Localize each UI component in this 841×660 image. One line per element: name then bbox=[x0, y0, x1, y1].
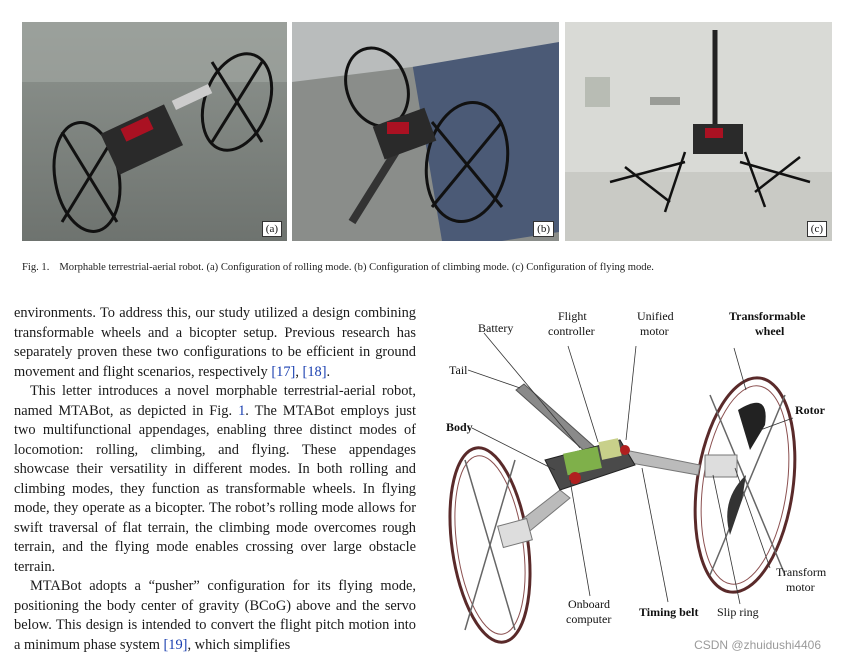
panel-label-a: (a) bbox=[261, 221, 282, 237]
paragraph-2: This letter introduces a novel morphable… bbox=[14, 382, 416, 577]
label-flight-2: controller bbox=[548, 324, 595, 338]
citation-19[interactable]: [19] bbox=[163, 636, 188, 653]
paragraph-2-text-b: . The MTABot employs just two multifunct… bbox=[14, 402, 416, 575]
body-text: environments. To address this, our study… bbox=[14, 304, 416, 660]
label-timing-belt: Timing belt bbox=[639, 605, 698, 619]
photo-rolling-mode: (a) bbox=[22, 22, 287, 241]
paragraph-1-text: environments. To address this, our study… bbox=[14, 305, 416, 380]
label-flight-1: Flight bbox=[558, 309, 587, 323]
figure-caption: Fig. 1. Morphable terrestrial-aerial robo… bbox=[22, 262, 822, 273]
label-body: Body bbox=[446, 420, 473, 434]
citation-17[interactable]: [17] bbox=[271, 363, 296, 380]
label-transform-1: Transform bbox=[776, 565, 827, 579]
label-onboard-2: computer bbox=[566, 612, 611, 626]
paragraph-3-text-b: , which simplifies bbox=[187, 636, 291, 653]
label-slip-ring: Slip ring bbox=[717, 605, 759, 619]
rotor-blade bbox=[738, 402, 766, 450]
label-battery: Battery bbox=[478, 321, 513, 335]
label-onboard-1: Onboard bbox=[568, 597, 610, 611]
right-wheel bbox=[693, 376, 797, 594]
label-unified-2: motor bbox=[640, 324, 669, 338]
panel-label-b: (b) bbox=[533, 221, 554, 237]
citation-18[interactable]: [18] bbox=[302, 363, 327, 380]
label-tail: Tail bbox=[449, 363, 468, 377]
robot-diagram: Battery Flight controller Unified motor … bbox=[446, 309, 827, 644]
label-transform-2: motor bbox=[786, 580, 815, 594]
left-wheel bbox=[448, 446, 532, 644]
paragraph-3-text-a: MTABot adopts a “pusher” configuration f… bbox=[14, 578, 416, 653]
label-unified-1: Unified bbox=[637, 309, 674, 323]
panel-label-c: (c) bbox=[806, 221, 827, 237]
paragraph-1-sep: , bbox=[295, 363, 303, 380]
label-rotor: Rotor bbox=[795, 403, 826, 417]
label-transformable-2: wheel bbox=[755, 324, 785, 338]
paragraph-3: MTABot adopts a “pusher” configuration f… bbox=[14, 577, 416, 655]
watermark: CSDN @zhuidushi4406 bbox=[694, 638, 821, 652]
label-transformable-1: Transformable bbox=[729, 309, 806, 323]
caption-text: Morphable terrestrial-aerial robot. (a) … bbox=[59, 262, 654, 273]
paragraph-2-text-a: This letter introduces a novel morphable… bbox=[14, 383, 416, 419]
figure-ref-1[interactable]: 1 bbox=[238, 402, 246, 419]
paragraph-1-end: . bbox=[326, 363, 331, 380]
paragraph-1: environments. To address this, our study… bbox=[14, 304, 416, 382]
photo-flying-mode: (c) bbox=[565, 22, 832, 241]
photo-climbing-mode: (b) bbox=[292, 22, 559, 241]
figure-number: Fig. 1. bbox=[22, 262, 50, 273]
